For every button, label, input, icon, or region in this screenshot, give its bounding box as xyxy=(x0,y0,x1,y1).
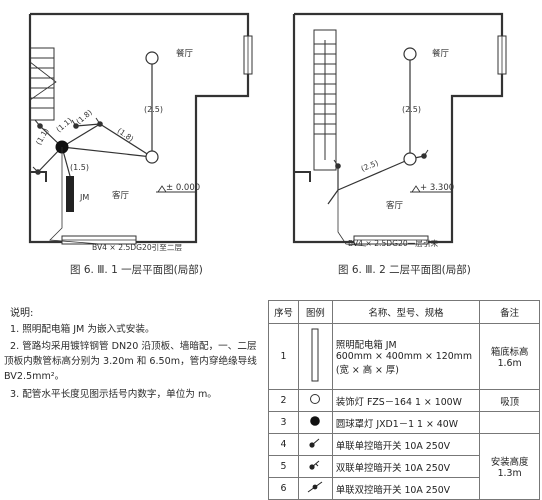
elevation-marker xyxy=(410,185,452,193)
spec-cell: 圆球罩灯 JXD1－1 1 × 40W xyxy=(331,411,481,434)
remark-cell: 安装高度 1.3m xyxy=(479,433,540,500)
spec-cell: 双联单控暗开关 10A 250V xyxy=(331,455,481,478)
seg-label: (1.8) xyxy=(74,108,93,126)
legend-table: 序号 图例 名称、型号、规格 备注 1 照明配电箱 JM 600mm × 400… xyxy=(268,300,540,500)
col-header: 序号 xyxy=(268,300,299,324)
panel-label: JM xyxy=(79,193,89,202)
room-label-dining: 餐厅 xyxy=(432,49,450,59)
floor-plan-2: 餐厅 客厅 + 3.300 (2.5) (2.5) BV4 × 2.5DG20一… xyxy=(292,12,507,248)
legend-header-row: 序号 图例 名称、型号、规格 备注 xyxy=(268,300,540,324)
spec-cell: 装饰灯 FZS－164 1 × 100W xyxy=(331,389,481,412)
floor-plan-1: 餐厅 客厅 ± 0.000 JM (2.5) (1.5) (1.1) (1.1)… xyxy=(28,12,253,252)
spec-line: 600mm × 400mm × 120mm xyxy=(335,351,472,362)
seg-label: (1.1) xyxy=(54,116,73,134)
note-item: 3. 配管水平长度见图示括号内数字，单位为 m。 xyxy=(10,388,217,400)
elevation-label: + 3.300 xyxy=(420,183,454,193)
spec-cell: 单联双控暗开关 10A 250V xyxy=(331,477,481,500)
row-number: 5 xyxy=(268,455,299,478)
walls xyxy=(28,12,250,244)
cable-leader xyxy=(49,147,101,245)
table-row: 1 照明配电箱 JM 600mm × 400mm × 120mm (宽 × 高 … xyxy=(268,323,540,390)
remark-cell: 吸顶 xyxy=(479,389,540,412)
ceiling-lamp-icon xyxy=(403,47,417,61)
legend-symbol-cell xyxy=(297,389,333,412)
table-row: 5 双联单控暗开关 10A 250V xyxy=(268,455,540,478)
legend-symbol-cell xyxy=(297,477,333,500)
cable-note: BV4 × 2.5DG20引至二层 xyxy=(92,243,182,252)
seg-label: (1.1) xyxy=(34,127,51,147)
wiring xyxy=(327,54,425,205)
notes-heading: 说明: xyxy=(10,308,34,319)
walls xyxy=(292,12,504,244)
seg-label: (2.5) xyxy=(402,105,421,114)
switch-icon xyxy=(333,149,429,169)
legend-symbol-cell xyxy=(297,455,333,478)
table-row: 3 圆球罩灯 JXD1－1 1 × 40W xyxy=(268,411,540,434)
spec-line: (宽 × 高 × 厚) xyxy=(335,365,399,376)
col-header: 名称、型号、规格 xyxy=(331,300,481,324)
elevation-label: ± 0.000 xyxy=(166,183,200,193)
seg-label: (2.5) xyxy=(144,105,163,114)
elevation-marker xyxy=(156,185,196,193)
legend-symbol-cell xyxy=(297,433,333,456)
row-number: 1 xyxy=(268,323,299,390)
ceiling-lamp-icon xyxy=(145,51,159,65)
row-number: 3 xyxy=(268,411,299,434)
wall-notch xyxy=(294,171,311,182)
caption-plan-2: 图 6. Ⅲ. 2 二层平面图(局部) xyxy=(338,264,471,276)
seg-label: (1.5) xyxy=(70,163,89,172)
row-number: 6 xyxy=(268,477,299,500)
room-label-living: 客厅 xyxy=(112,190,130,201)
staircase xyxy=(29,47,57,121)
spec-line: 照明配电箱 JM xyxy=(335,340,397,351)
panel-box-icon xyxy=(311,328,319,382)
notes-section: 说明: 1. 照明配电箱 JM 为嵌入式安装。 2. 管路均采用镀锌钢管 DN2… xyxy=(4,306,266,406)
spec-cell: 单联单控暗开关 10A 250V xyxy=(331,433,481,456)
note-item: 1. 照明配电箱 JM 为嵌入式安装。 xyxy=(10,323,155,335)
remark-cell xyxy=(479,411,540,434)
ceiling-lamp-icon xyxy=(310,394,321,404)
ceiling-lamp-icon xyxy=(403,152,417,166)
seg-label: (2.5) xyxy=(360,158,380,173)
remark-cell: 箱底标高1.6m xyxy=(479,323,540,390)
spec-cell: 照明配电箱 JM 600mm × 400mm × 120mm (宽 × 高 × … xyxy=(331,323,481,390)
globe-lamp-icon xyxy=(310,416,321,426)
col-header: 备注 xyxy=(479,300,540,324)
wiring xyxy=(37,58,153,177)
row-number: 4 xyxy=(268,433,299,456)
distribution-panel-icon xyxy=(66,176,74,212)
row-number: 2 xyxy=(268,389,299,412)
legend-symbol-cell xyxy=(297,323,333,390)
ceiling-lamp-icon xyxy=(145,150,159,164)
table-row: 2 装饰灯 FZS－164 1 × 100W 吸顶 xyxy=(268,389,540,412)
table-row: 4 单联单控暗开关 10A 250V 安装高度 1.3m xyxy=(268,433,540,500)
caption-plan-1: 图 6. Ⅲ. 1 一层平面图(局部) xyxy=(70,264,203,276)
cable-note: BV4 × 2.5DG20一层引来 xyxy=(348,239,438,248)
switch-icon xyxy=(32,117,103,175)
staircase xyxy=(313,29,337,171)
room-label-dining: 餐厅 xyxy=(176,49,194,59)
seg-label: (1.8) xyxy=(116,126,136,144)
note-item: 2. 管路均采用镀锌钢管 DN20 沿顶板、墙暗配，一、二层顶板内敷管标高分别为… xyxy=(4,341,257,383)
col-header: 图例 xyxy=(297,300,333,324)
two-way-switch-icon xyxy=(308,481,323,493)
single-switch-icon xyxy=(309,438,320,448)
room-label-living: 客厅 xyxy=(386,200,404,211)
cable-leader xyxy=(337,190,367,247)
double-switch-icon xyxy=(309,460,320,470)
legend-symbol-cell xyxy=(297,411,333,434)
